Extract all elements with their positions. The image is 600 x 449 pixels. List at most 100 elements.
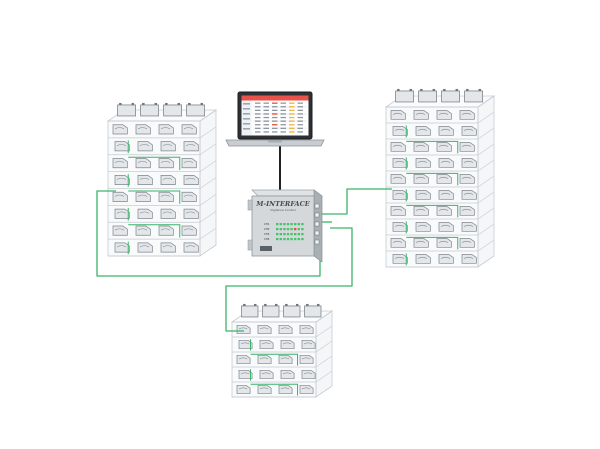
shelf-battery bbox=[436, 174, 452, 184]
battery-lid-curve bbox=[280, 357, 290, 360]
shelf-battery bbox=[160, 208, 176, 219]
battery-lid-curve bbox=[392, 144, 403, 147]
channel-led bbox=[276, 233, 279, 236]
battery-lid-curve bbox=[114, 127, 125, 130]
table-cell bbox=[263, 124, 269, 126]
module-mount-tab-left bbox=[247, 199, 253, 211]
battery-lid-curve bbox=[261, 372, 271, 375]
shelf-battery bbox=[392, 254, 408, 264]
rack-shelf-depth bbox=[315, 325, 333, 338]
shelf-battery bbox=[137, 242, 153, 253]
shelf-battery bbox=[259, 339, 274, 349]
shelf-battery bbox=[259, 369, 274, 379]
battery-terminal bbox=[295, 303, 299, 306]
table-cell bbox=[272, 102, 278, 104]
monitoring-module: M-INTERFACE Vigilance Control CH1CH2CH3C… bbox=[247, 189, 324, 263]
shelf-battery bbox=[183, 208, 199, 219]
shelf-battery bbox=[436, 142, 452, 152]
shelf-battery bbox=[459, 238, 475, 248]
shelf-battery bbox=[413, 110, 429, 120]
wire-to-bottom-rack bbox=[225, 227, 353, 332]
battery-lid-curve bbox=[392, 176, 403, 179]
battery-lid-curve bbox=[116, 211, 127, 214]
battery-lid-curve bbox=[282, 372, 292, 375]
shelf-battery bbox=[392, 126, 408, 136]
battery-lid-curve bbox=[183, 127, 194, 130]
channel-led bbox=[297, 223, 300, 226]
top-battery bbox=[441, 90, 460, 103]
battery-lid-curve bbox=[394, 256, 405, 259]
battery-lid-curve bbox=[463, 160, 474, 163]
shelf-battery bbox=[137, 141, 153, 152]
shelf-battery bbox=[280, 339, 295, 349]
shelf-battery bbox=[436, 206, 452, 216]
rack-shelf-depth bbox=[477, 175, 495, 188]
laptop-app-header bbox=[241, 95, 309, 101]
battery-terminal bbox=[316, 303, 320, 306]
channel-led bbox=[290, 238, 293, 241]
battery-lid-curve bbox=[394, 160, 405, 163]
module-mount-tab-left-bottom bbox=[247, 239, 253, 251]
channel-led bbox=[279, 238, 282, 241]
top-battery bbox=[283, 305, 301, 318]
battery-lid-curve bbox=[461, 112, 472, 115]
battery-lid-curve bbox=[392, 112, 403, 115]
battery-terminal bbox=[409, 88, 413, 91]
table-row bbox=[253, 123, 307, 126]
sidebar-item bbox=[243, 123, 250, 125]
shelf-battery bbox=[415, 126, 431, 136]
battery-lid-curve bbox=[440, 128, 451, 131]
battery-lid-curve bbox=[162, 245, 173, 248]
battery-terminal bbox=[455, 88, 459, 91]
channel-led bbox=[290, 223, 293, 226]
channel-led bbox=[276, 223, 279, 226]
rack-shelf-depth bbox=[477, 111, 495, 124]
table-cell bbox=[289, 106, 295, 108]
battery-lid-curve bbox=[440, 192, 451, 195]
channel-led bbox=[286, 238, 290, 241]
battery-lid-curve bbox=[240, 342, 250, 345]
channel-led bbox=[294, 233, 297, 236]
table-cell bbox=[263, 131, 269, 133]
rack-shelf-depth bbox=[477, 239, 495, 252]
shelf-battery bbox=[438, 126, 454, 136]
battery-lid-curve bbox=[461, 176, 472, 179]
channel-label: CH2 bbox=[264, 227, 270, 231]
shelf-battery bbox=[390, 174, 406, 184]
sidebar-item bbox=[243, 108, 250, 110]
rack-shelf-depth bbox=[315, 310, 333, 323]
battery-lid-curve bbox=[183, 194, 194, 197]
battery-terminal bbox=[131, 102, 135, 105]
shelf-battery bbox=[112, 124, 128, 135]
shelf-battery bbox=[137, 208, 153, 219]
battery-lid-curve bbox=[114, 194, 125, 197]
top-battery bbox=[262, 305, 280, 318]
rack-shelf-depth bbox=[199, 177, 217, 189]
shelf-battery bbox=[158, 158, 174, 169]
battery-lid-curve bbox=[282, 342, 292, 345]
shelf-battery bbox=[413, 174, 429, 184]
shelf-sense-wire bbox=[128, 224, 181, 238]
table-cell bbox=[255, 127, 261, 129]
battery-lid-curve bbox=[116, 177, 127, 180]
shelf-battery bbox=[160, 141, 176, 152]
table-cell bbox=[263, 109, 269, 111]
table-cell bbox=[280, 113, 286, 115]
battery-lid-curve bbox=[392, 208, 403, 211]
shelf-battery bbox=[236, 324, 251, 334]
shelf-battery bbox=[183, 174, 199, 185]
table-cell bbox=[280, 120, 286, 122]
sidebar-item bbox=[243, 113, 250, 115]
table-cell bbox=[297, 113, 303, 115]
battery-terminal bbox=[264, 303, 267, 306]
battery-terminal bbox=[119, 102, 122, 105]
shelf-battery bbox=[413, 238, 429, 248]
channel-led bbox=[301, 238, 304, 241]
channel-led bbox=[276, 228, 279, 231]
shelf-sense-wire bbox=[128, 156, 181, 170]
rack-shelf-depth bbox=[477, 95, 495, 108]
top-battery bbox=[117, 104, 136, 117]
battery-lid-curve bbox=[280, 327, 290, 330]
shelf-battery bbox=[160, 174, 176, 185]
shelf-battery bbox=[112, 158, 128, 169]
